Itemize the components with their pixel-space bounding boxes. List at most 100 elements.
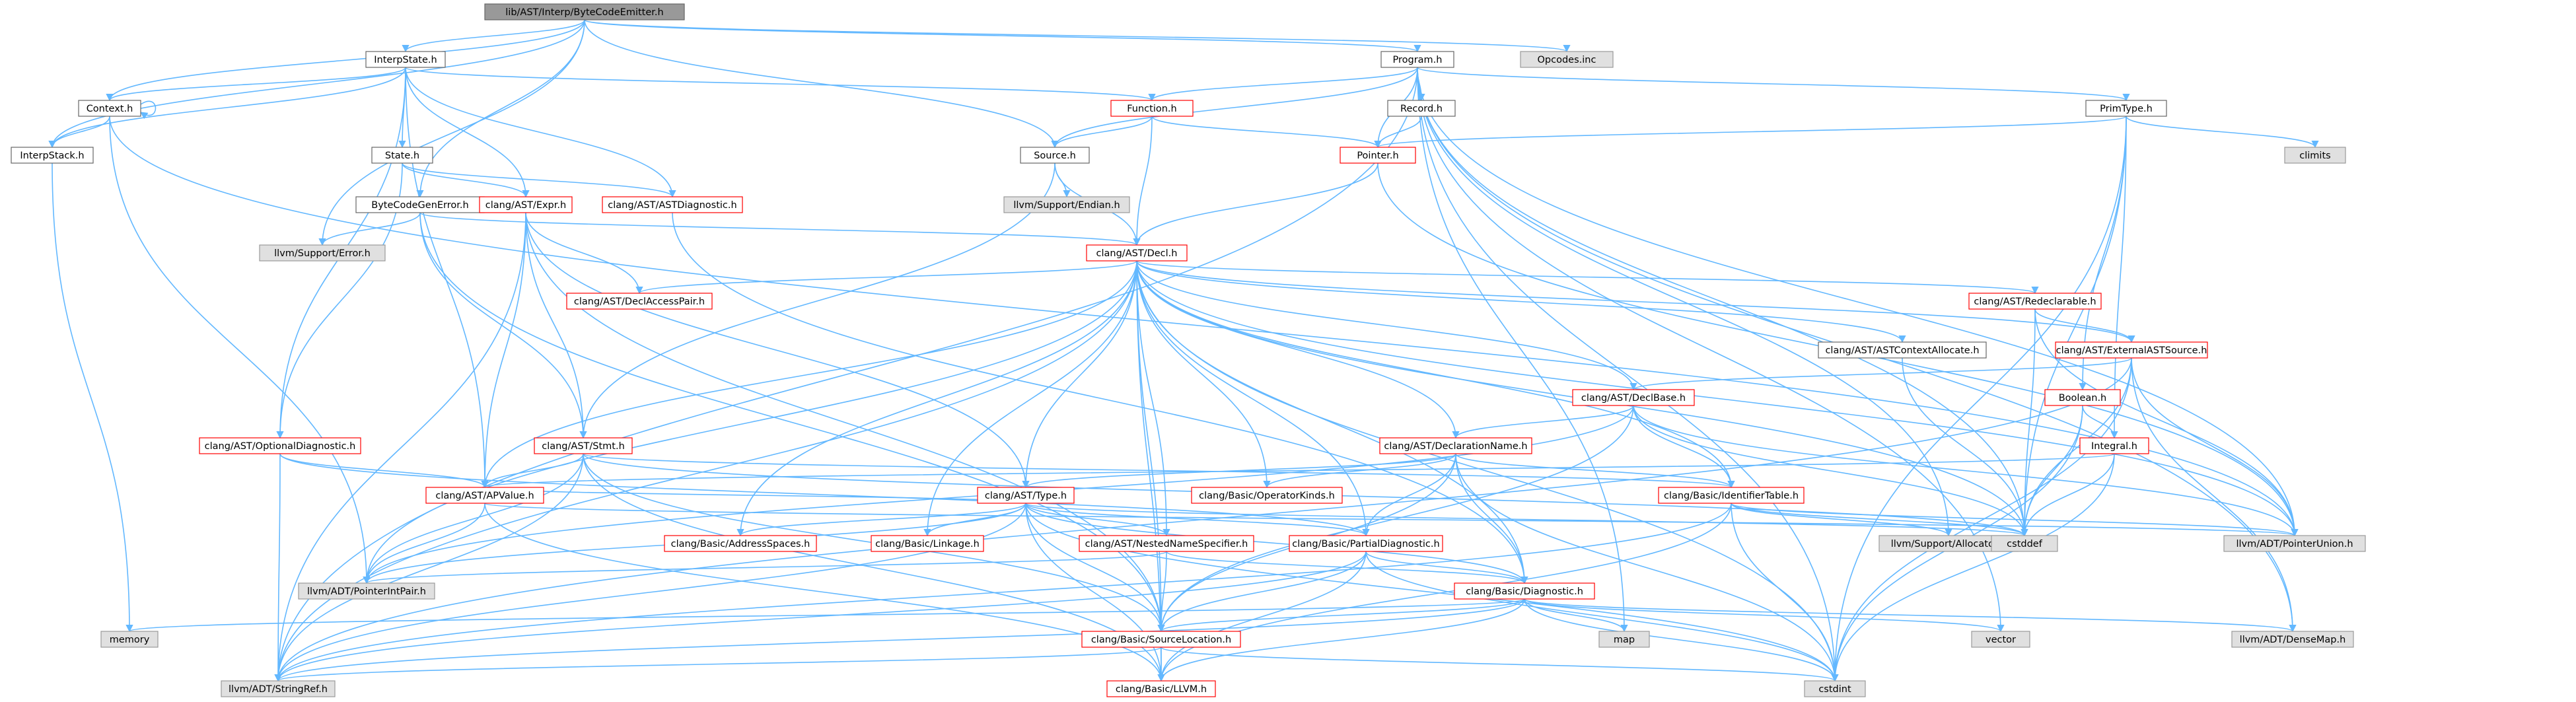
node-pointerunion[interactable]: llvm/ADT/PointerUnion.h — [2223, 535, 2366, 552]
node-interpstate[interactable]: InterpState.h — [365, 51, 446, 68]
edge-record-to-pointer — [1374, 116, 1422, 149]
node-root[interactable]: lib/AST/Interp/ByteCodeEmitter.h — [484, 3, 685, 20]
node-label: clang/AST/DeclAccessPair.h — [574, 297, 705, 307]
node-box — [484, 3, 685, 20]
node-identifiertable[interactable]: clang/Basic/IdentifierTable.h — [1658, 487, 1805, 504]
node-partialdiag[interactable]: clang/Basic/PartialDiagnostic.h — [1289, 535, 1443, 552]
node-record[interactable]: Record.h — [1387, 100, 1456, 117]
edge-state-to-expr — [402, 162, 530, 198]
node-declbase[interactable]: clang/AST/DeclBase.h — [1572, 389, 1695, 406]
node-type[interactable]: clang/AST/Type.h — [977, 487, 1075, 504]
edge-externalastsource-to-pointerunion — [2131, 357, 2299, 537]
edge-decl-to-declname — [1136, 260, 1460, 439]
node-decl[interactable]: clang/AST/Decl.h — [1086, 244, 1188, 262]
edge-root-to-error — [318, 19, 585, 246]
edge-root-to-opcodes — [584, 19, 1570, 53]
edge-function-to-decl — [1133, 116, 1153, 246]
node-opcodes[interactable]: Opcodes.inc — [1520, 51, 1614, 68]
node-astcontextallocate[interactable]: clang/AST/ASTContextAllocate.h — [1818, 341, 1987, 359]
node-bytecodegenerror[interactable]: ByteCodeGenError.h — [355, 196, 485, 213]
node-box — [259, 244, 386, 262]
node-interpstack[interactable]: InterpStack.h — [11, 147, 94, 164]
node-pointer[interactable]: Pointer.h — [1340, 147, 1416, 164]
node-endian[interactable]: llvm/Support/Endian.h — [1003, 196, 1130, 213]
node-optionaldiag[interactable]: clang/AST/OptionalDiagnostic.h — [199, 437, 361, 454]
node-context[interactable]: Context.h — [78, 100, 141, 117]
edge-type-to-cstddef — [1025, 503, 2028, 537]
node-redeclarable[interactable]: clang/AST/Redeclarable.h — [1968, 293, 2102, 310]
node-label: climits — [2299, 151, 2330, 161]
edge-bytecodegenerror-to-sourcelocation — [419, 212, 1165, 633]
node-linkage[interactable]: clang/Basic/Linkage.h — [871, 535, 984, 552]
edge-externalastsource-to-declbase — [1629, 357, 2132, 391]
node-addressspaces[interactable]: clang/Basic/AddressSpaces.h — [664, 535, 817, 552]
node-label: Source.h — [1034, 151, 1076, 161]
edge-decl-to-declaccesspair — [635, 260, 1137, 295]
node-label: clang/AST/ExternalASTSource.h — [2056, 345, 2207, 356]
node-primtype[interactable]: PrimType.h — [2085, 100, 2167, 117]
node-box — [1086, 244, 1188, 262]
node-expr[interactable]: clang/AST/Expr.h — [479, 196, 573, 213]
edge-primtype-to-pointer — [1374, 116, 2127, 149]
node-map[interactable]: map — [1598, 631, 1650, 648]
edge-integral-to-cstdint — [1831, 453, 2115, 682]
node-declaccesspair[interactable]: clang/AST/DeclAccessPair.h — [566, 293, 713, 310]
node-vector[interactable]: vector — [1971, 631, 2030, 648]
node-integral[interactable]: Integral.h — [2079, 437, 2149, 454]
edge-function-to-pointer — [1151, 116, 1382, 149]
node-externalastsource[interactable]: clang/AST/ExternalASTSource.h — [2055, 341, 2208, 359]
node-operatorkinds[interactable]: clang/Basic/OperatorKinds.h — [1191, 487, 1343, 504]
node-stmt[interactable]: clang/AST/Stmt.h — [534, 437, 633, 454]
node-climits[interactable]: climits — [2284, 147, 2346, 164]
node-diagnostic[interactable]: clang/Basic/Diagnostic.h — [1454, 582, 1595, 600]
node-declname[interactable]: clang/AST/DeclarationName.h — [1379, 437, 1532, 454]
node-box — [2223, 535, 2366, 552]
node-cstdint[interactable]: cstdint — [1804, 680, 1866, 697]
node-boolean[interactable]: Boolean.h — [2044, 389, 2121, 406]
node-program[interactable]: Program.h — [1380, 51, 1454, 68]
edge-context-to-context — [140, 100, 157, 120]
node-stringref[interactable]: llvm/ADT/StringRef.h — [221, 680, 336, 697]
edge-primtype-to-cstddef — [2021, 116, 2127, 537]
edge-declname-to-operatorkinds — [1263, 453, 1456, 489]
edge-root-to-interpstack — [48, 19, 585, 149]
node-box — [221, 680, 336, 697]
edge-partialdiag-to-diagnostic — [1365, 551, 1528, 584]
node-sourcelocation[interactable]: clang/Basic/SourceLocation.h — [1081, 631, 1241, 648]
node-label: Function.h — [1127, 104, 1176, 114]
edge-function-to-source — [1051, 116, 1153, 149]
node-memory[interactable]: memory — [100, 631, 159, 648]
edge-context-to-pointerintpair — [109, 116, 371, 584]
edge-root-to-bytecodegenerror — [416, 19, 585, 198]
node-box — [1106, 680, 1216, 697]
node-llvmh[interactable]: clang/Basic/LLVM.h — [1106, 680, 1216, 697]
node-function[interactable]: Function.h — [1110, 100, 1194, 117]
edge-decl-to-apvalue — [481, 260, 1137, 489]
node-apvalue[interactable]: clang/AST/APValue.h — [425, 487, 544, 504]
edge-decl-to-pointerintpair — [363, 260, 1137, 584]
node-error[interactable]: llvm/Support/Error.h — [259, 244, 386, 262]
node-box — [1572, 389, 1695, 406]
edge-type-to-addressspaces — [736, 503, 1026, 537]
edge-state-to-optionaldiag — [276, 162, 403, 439]
node-box — [1191, 487, 1343, 504]
node-label: Context.h — [87, 104, 133, 114]
edge-program-to-vector — [1417, 67, 2005, 633]
node-label: clang/AST/NestedNameSpecifier.h — [1085, 539, 1248, 549]
node-label: llvm/ADT/PointerUnion.h — [2236, 539, 2353, 549]
edge-context-to-interpstack — [48, 116, 110, 149]
edge-program-to-function — [1148, 67, 1418, 102]
node-state[interactable]: State.h — [371, 147, 433, 164]
node-densemap[interactable]: llvm/ADT/DenseMap.h — [2231, 631, 2354, 648]
node-nestednamespec[interactable]: clang/AST/NestedNameSpecifier.h — [1079, 535, 1254, 552]
edge-expr-to-declaccesspair — [525, 212, 643, 295]
node-pointerintpair[interactable]: llvm/ADT/PointerIntPair.h — [298, 582, 435, 600]
node-source[interactable]: Source.h — [1020, 147, 1090, 164]
node-label: Pointer.h — [1357, 151, 1398, 161]
edge-diagnostic-to-densemap — [1524, 598, 2297, 633]
node-astdiag[interactable]: clang/AST/ASTDiagnostic.h — [602, 196, 743, 213]
node-box — [1804, 680, 1866, 697]
edge-diagnostic-to-sourcelocation — [1157, 598, 1525, 633]
node-cstddef[interactable]: cstddef — [1991, 535, 2058, 552]
